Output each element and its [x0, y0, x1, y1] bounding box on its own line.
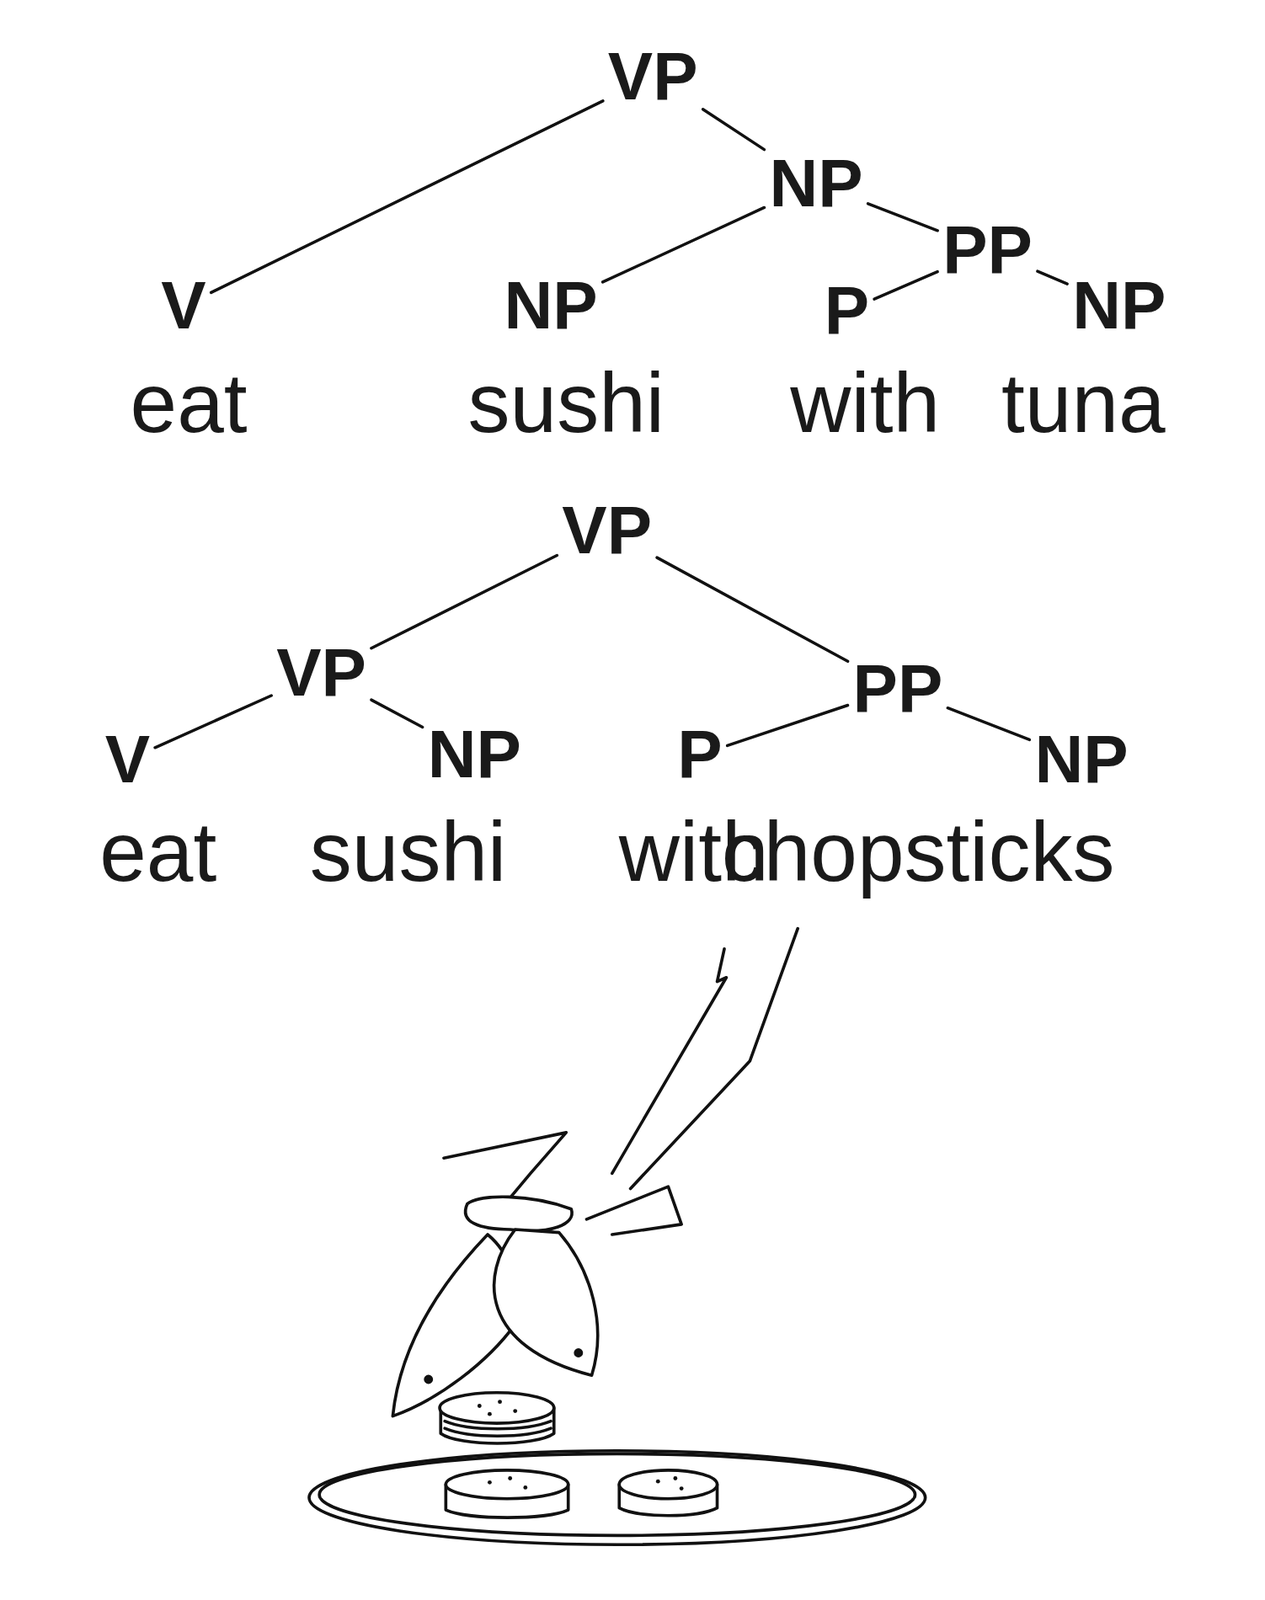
phrase-node: VP	[276, 639, 367, 707]
leaf-word: sushi	[309, 809, 507, 894]
phrase-node: PP	[853, 655, 944, 723]
tree-branch	[371, 555, 557, 649]
tree-branch	[154, 695, 272, 748]
tree-branch	[371, 699, 423, 727]
sushi-layers	[444, 1421, 551, 1437]
fish-eye	[425, 1376, 432, 1383]
tree-branch	[703, 109, 765, 150]
sushi-top	[619, 1470, 717, 1500]
preterminal-node: Pwith	[824, 277, 870, 345]
tree-branch	[727, 704, 849, 746]
category-label: NP	[427, 720, 522, 789]
plate-rim	[319, 1453, 915, 1536]
tree-branch	[656, 557, 849, 662]
phrase-node: NP	[768, 149, 863, 218]
chopstick-grip	[465, 1196, 572, 1231]
tree-branch	[947, 708, 1030, 741]
phrase-node: VP	[608, 42, 699, 111]
plate	[309, 1451, 926, 1545]
chopstick	[612, 949, 727, 1174]
preterminal-node: NPsushi	[427, 720, 522, 789]
leaf-word: eat	[130, 360, 248, 445]
category-label: VP	[608, 42, 699, 111]
sushi-top	[445, 1470, 568, 1500]
leaf-word: with	[789, 360, 940, 445]
fish-tail	[443, 1132, 566, 1205]
phrase-node: VP	[561, 496, 652, 565]
leaf-word: eat	[99, 809, 217, 894]
preterminal-node: NPchopsticks	[1034, 725, 1128, 794]
tree-branch	[1037, 271, 1068, 284]
preterminal-node: Veat	[160, 272, 206, 340]
preterminal-node: NPtuna	[1072, 272, 1166, 340]
preterminal-node: NPsushi	[504, 272, 598, 340]
leaf-word: tuna	[1001, 360, 1166, 445]
category-label: NP	[768, 149, 863, 218]
category-label: V	[160, 272, 206, 340]
fish-eye	[575, 1350, 582, 1356]
chopstick	[630, 928, 799, 1190]
preterminal-node: Veat	[105, 725, 150, 794]
leaf-word: sushi	[468, 360, 665, 445]
category-label: NP	[504, 272, 598, 340]
category-label: PP	[853, 655, 944, 723]
category-label: P	[824, 277, 870, 345]
category-label: VP	[276, 639, 367, 707]
category-label: NP	[1072, 272, 1166, 340]
sushi-top	[439, 1393, 555, 1424]
tree-branch	[211, 101, 604, 294]
leaf-word: chopsticks	[721, 809, 1116, 894]
tree-branch	[868, 203, 939, 231]
sushi-dots	[477, 1399, 684, 1491]
tree-branch	[874, 272, 938, 300]
category-label: V	[105, 725, 150, 794]
tree-branch	[603, 207, 765, 283]
phrase-node: PP	[942, 216, 1033, 284]
fish-body	[494, 1229, 598, 1376]
preterminal-node: Pwith	[677, 720, 722, 789]
category-label: VP	[561, 496, 652, 565]
category-label: NP	[1034, 725, 1128, 794]
category-label: PP	[942, 216, 1033, 284]
category-label: P	[677, 720, 722, 789]
fish-tail	[586, 1186, 682, 1235]
